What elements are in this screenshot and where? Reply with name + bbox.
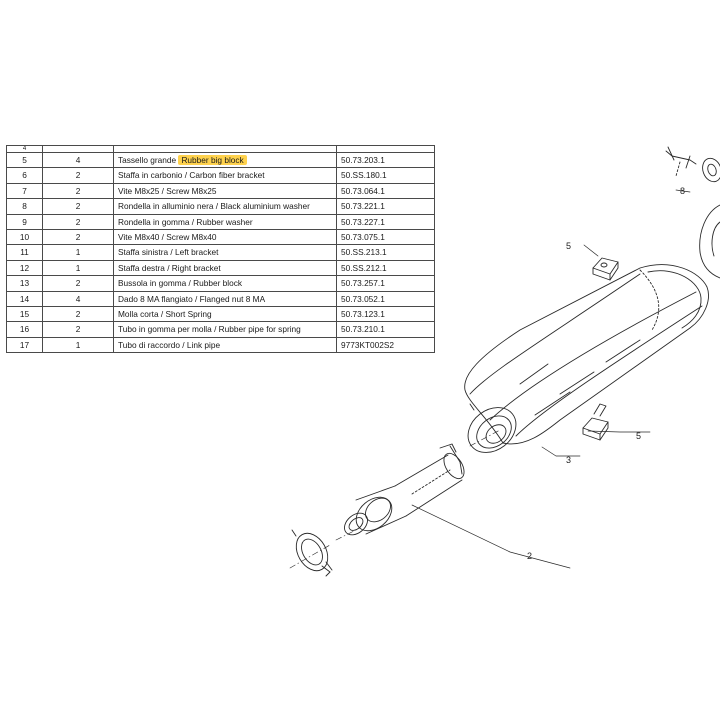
callout-2: 2: [527, 551, 532, 561]
row-part-code: 50.SS.212.1: [336, 259, 435, 277]
row-quantity: 1: [42, 244, 114, 261]
row-part-code: 50.SS.213.1: [336, 244, 435, 261]
highlighted-text: Rubber big block: [178, 155, 247, 166]
row-part-code: 50.73.052.1: [336, 290, 435, 307]
link-pipe: [394, 443, 465, 517]
row-description: Molla corta / Short Spring: [113, 305, 337, 323]
callout-5-top: 5: [566, 241, 571, 251]
row-part-code: 50.73.123.1: [336, 305, 435, 323]
rubber-block-top: [592, 257, 619, 281]
silencer-inlet: [467, 403, 517, 453]
row-description-it: Tassello grande: [118, 155, 177, 166]
row-part-code: 50.73.210.1: [336, 321, 435, 338]
clamp-ring: [291, 529, 333, 577]
callout-8: 8: [680, 186, 685, 196]
row-part-code: 9773KT002S2: [336, 336, 435, 354]
callout-3: 3: [566, 455, 571, 465]
center-axis: [289, 429, 501, 569]
row-part-code: 50.73.257.1: [336, 275, 435, 292]
leader-lines: [411, 189, 691, 569]
rubber-block-bottom: [582, 403, 609, 441]
silencer-body: [464, 264, 709, 445]
row-quantity: 2: [42, 275, 114, 292]
top-right-fasteners: [665, 146, 720, 183]
callout-labels: 8 5 5 3 2: [527, 186, 685, 561]
row-quantity: 1: [42, 336, 114, 354]
link-pipe-inlet: [344, 485, 407, 536]
partial-round-part: [699, 204, 720, 279]
row-description: Tubo di raccordo / Link pipe: [113, 336, 337, 354]
callout-5-bottom: 5: [636, 431, 641, 441]
row-number: 15: [6, 305, 43, 323]
